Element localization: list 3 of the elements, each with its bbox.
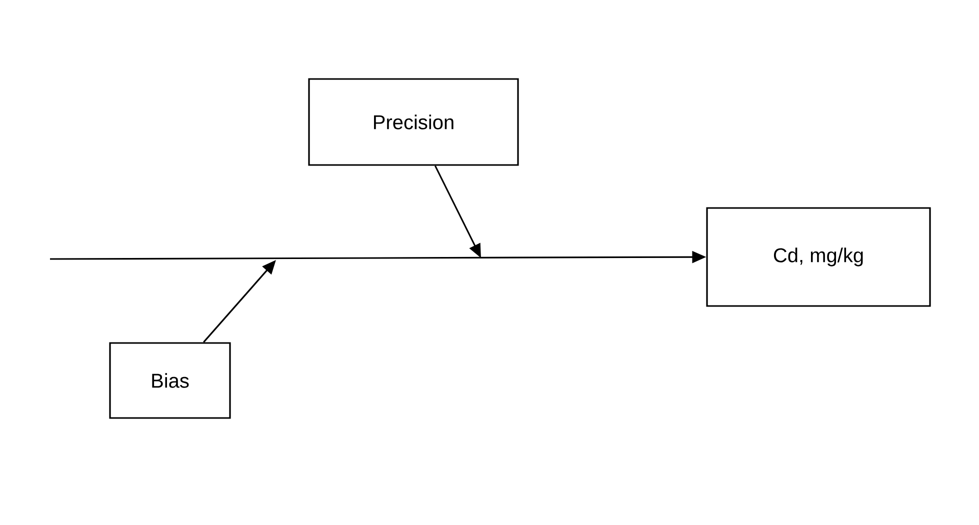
- text-box: Cd, mg/kg: [706, 207, 931, 307]
- text-box: Bias: [109, 342, 231, 419]
- text-box: Precision: [308, 78, 519, 166]
